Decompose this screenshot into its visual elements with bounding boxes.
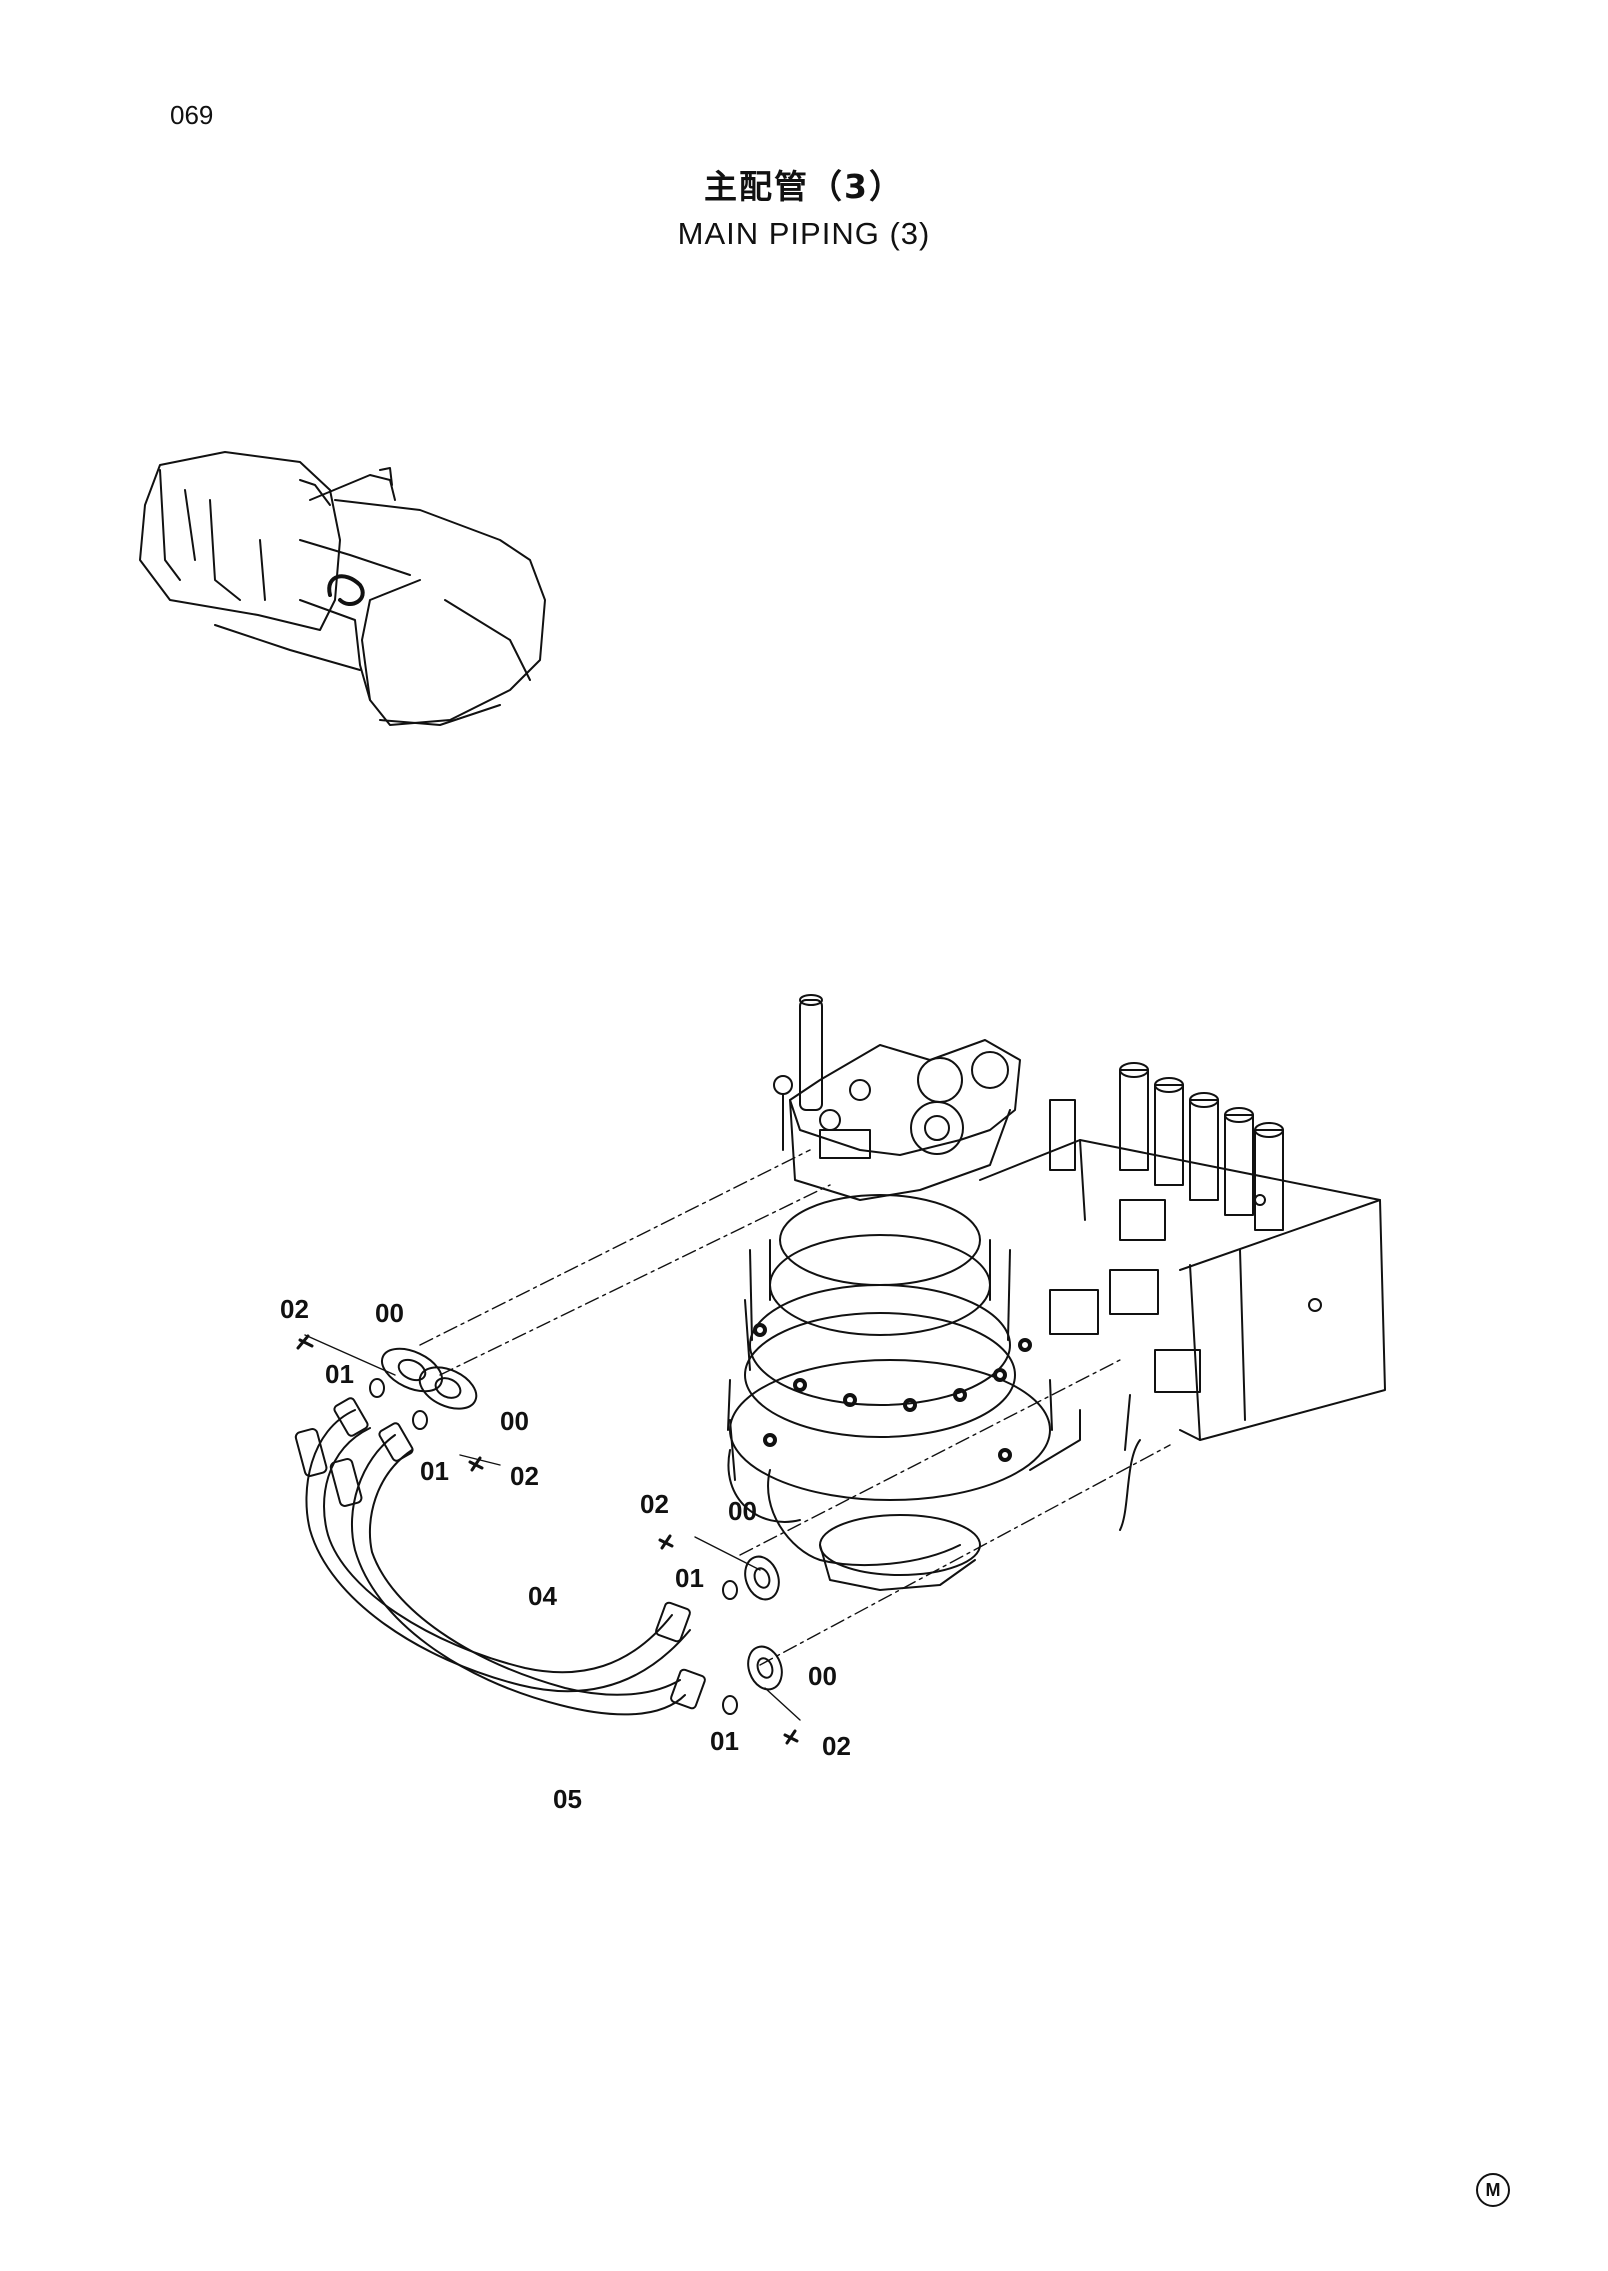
callout-label: 01 (675, 1563, 704, 1593)
callout-label: 02 (280, 1294, 309, 1324)
callout-label: 00 (728, 1496, 757, 1526)
callout-label: 02 (510, 1461, 539, 1491)
control-valve-icon (979, 1062, 1386, 1531)
page-number: 069 (170, 100, 214, 130)
title-japanese: 主配管（3） (704, 167, 904, 206)
revision-mark: M (1476, 2173, 1510, 2207)
callout-label: 00 (500, 1406, 529, 1436)
swing-motor-icon (727, 994, 1081, 1591)
excavator-overview-icon (139, 451, 546, 726)
title-block: 主配管（3） MAIN PIPING (3) (0, 160, 1608, 252)
hose-assembly-icon (294, 1397, 706, 1716)
callout-label: 02 (822, 1731, 851, 1761)
callout-labels: 02 00 01 00 01 02 02 00 01 04 00 01 02 0… (280, 1294, 851, 1814)
leader-lines (419, 1149, 1171, 1666)
callout-label: 00 (808, 1661, 837, 1691)
callout-label: 01 (420, 1456, 449, 1486)
callout-label: 01 (710, 1726, 739, 1756)
title-english: MAIN PIPING (3) (677, 216, 931, 251)
callout-label: 01 (325, 1359, 354, 1389)
callout-label: 02 (640, 1489, 669, 1519)
callout-leaders (304, 1334, 801, 1721)
callout-label: 05 (553, 1784, 582, 1814)
flange-parts (296, 1334, 799, 1745)
callout-label: 04 (528, 1581, 557, 1611)
callout-label: 00 (375, 1298, 404, 1328)
